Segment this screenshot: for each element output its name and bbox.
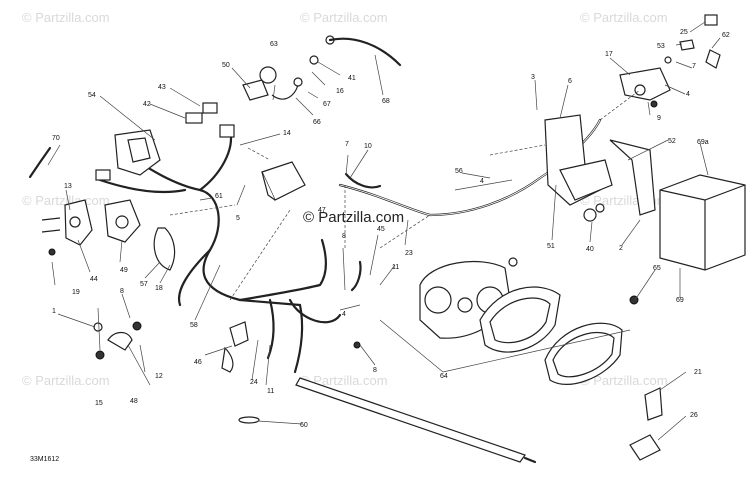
callout-63: 63 xyxy=(270,41,278,48)
callout-19: 19 xyxy=(72,289,80,296)
watermark-top-center: © Partzilla.com xyxy=(300,10,388,25)
callout-15: 15 xyxy=(95,400,103,407)
callout-4-center: 4 xyxy=(480,178,484,185)
callout-66: 66 xyxy=(313,119,321,126)
callout-11-right: 11 xyxy=(392,264,399,271)
dashed-guides xyxy=(169,89,641,301)
main-wiring-harness xyxy=(98,128,342,374)
callout-50: 50 xyxy=(222,62,230,69)
callout-8-center: 8 xyxy=(342,233,346,240)
callout-51: 51 xyxy=(547,243,555,250)
callout-14: 14 xyxy=(283,130,291,137)
callout-21: 21 xyxy=(694,369,702,376)
callout-12: 12 xyxy=(155,373,163,380)
callout-16: 16 xyxy=(336,88,344,95)
callout-60: 60 xyxy=(300,422,308,429)
callout-7-right: 7 xyxy=(692,63,696,70)
callout-67: 67 xyxy=(323,101,331,108)
top-connectors xyxy=(185,35,402,138)
center-watermark: © Partzilla.com xyxy=(303,209,404,226)
callout-69a: 69a xyxy=(697,139,709,146)
callout-42: 42 xyxy=(143,101,151,108)
watermark-bottom-right: © Partzilla.com xyxy=(580,373,668,388)
callout-52: 52 xyxy=(668,138,676,145)
top-right-mount xyxy=(619,14,721,101)
callout-65: 65 xyxy=(653,265,661,272)
callout-labels: 1 2 3 4 4 4 5 6 7 7 8 8 8 9 10 11 11 12 … xyxy=(52,29,730,429)
callout-58: 58 xyxy=(190,322,198,329)
control-module xyxy=(261,161,306,201)
callout-8-left: 8 xyxy=(120,288,124,295)
callout-46: 46 xyxy=(194,359,202,366)
watermark-layer: © Partzilla.com © Partzilla.com © Partzi… xyxy=(22,10,668,388)
callout-3: 3 xyxy=(531,74,535,81)
callout-57: 57 xyxy=(140,281,148,288)
callout-70: 70 xyxy=(52,135,60,142)
watermark-mid-left: © Partzilla.com xyxy=(22,193,110,208)
callout-4-right: 4 xyxy=(686,91,690,98)
callout-53: 53 xyxy=(657,43,665,50)
callout-5: 5 xyxy=(236,215,240,222)
drawing-code: 33M1612 xyxy=(30,456,60,463)
right-bracket-assembly xyxy=(544,114,656,222)
leader-lines xyxy=(47,21,721,441)
callout-68: 68 xyxy=(382,98,390,105)
callout-40: 40 xyxy=(586,246,594,253)
instrument-cluster xyxy=(419,260,623,385)
callout-64: 64 xyxy=(440,373,448,380)
callout-2: 2 xyxy=(619,245,623,252)
callout-4-lower: 4 xyxy=(342,311,346,318)
callout-23: 23 xyxy=(405,250,413,257)
left-switch-housing xyxy=(64,129,176,271)
callout-69: 69 xyxy=(676,297,684,304)
callout-54: 54 xyxy=(88,92,96,99)
callout-24: 24 xyxy=(250,379,258,386)
callout-25: 25 xyxy=(680,29,688,36)
callout-8-lower: 8 xyxy=(373,367,377,374)
callout-6: 6 xyxy=(568,78,572,85)
callout-17: 17 xyxy=(605,51,613,58)
small-hardware xyxy=(28,100,658,373)
watermark-top-right: © Partzilla.com xyxy=(580,10,668,25)
seals xyxy=(629,387,663,461)
watermark-top-left: © Partzilla.com xyxy=(22,10,110,25)
callout-41: 41 xyxy=(348,75,356,82)
callout-13: 13 xyxy=(64,183,72,190)
callout-43: 43 xyxy=(158,84,166,91)
watermark-bottom-center: © Partzilla.com xyxy=(300,373,388,388)
callout-9: 9 xyxy=(657,115,661,122)
callout-49: 49 xyxy=(120,267,128,274)
callout-7-center: 7 xyxy=(345,141,349,148)
callout-1: 1 xyxy=(52,308,56,315)
callout-56: 56 xyxy=(455,168,463,175)
callout-26: 26 xyxy=(690,412,698,419)
callout-61: 61 xyxy=(215,193,223,200)
callout-45: 45 xyxy=(377,226,385,233)
callout-48: 48 xyxy=(130,398,138,405)
bottom-harness-strip xyxy=(238,377,537,464)
callout-62: 62 xyxy=(722,32,730,39)
callout-10: 10 xyxy=(364,143,372,150)
callout-47: 47 xyxy=(318,207,326,214)
watermark-bottom-left: © Partzilla.com xyxy=(22,373,110,388)
battery-box xyxy=(659,174,746,271)
callout-11-lower: 11 xyxy=(267,388,274,395)
callout-44: 44 xyxy=(90,276,98,283)
callout-18: 18 xyxy=(155,285,163,292)
